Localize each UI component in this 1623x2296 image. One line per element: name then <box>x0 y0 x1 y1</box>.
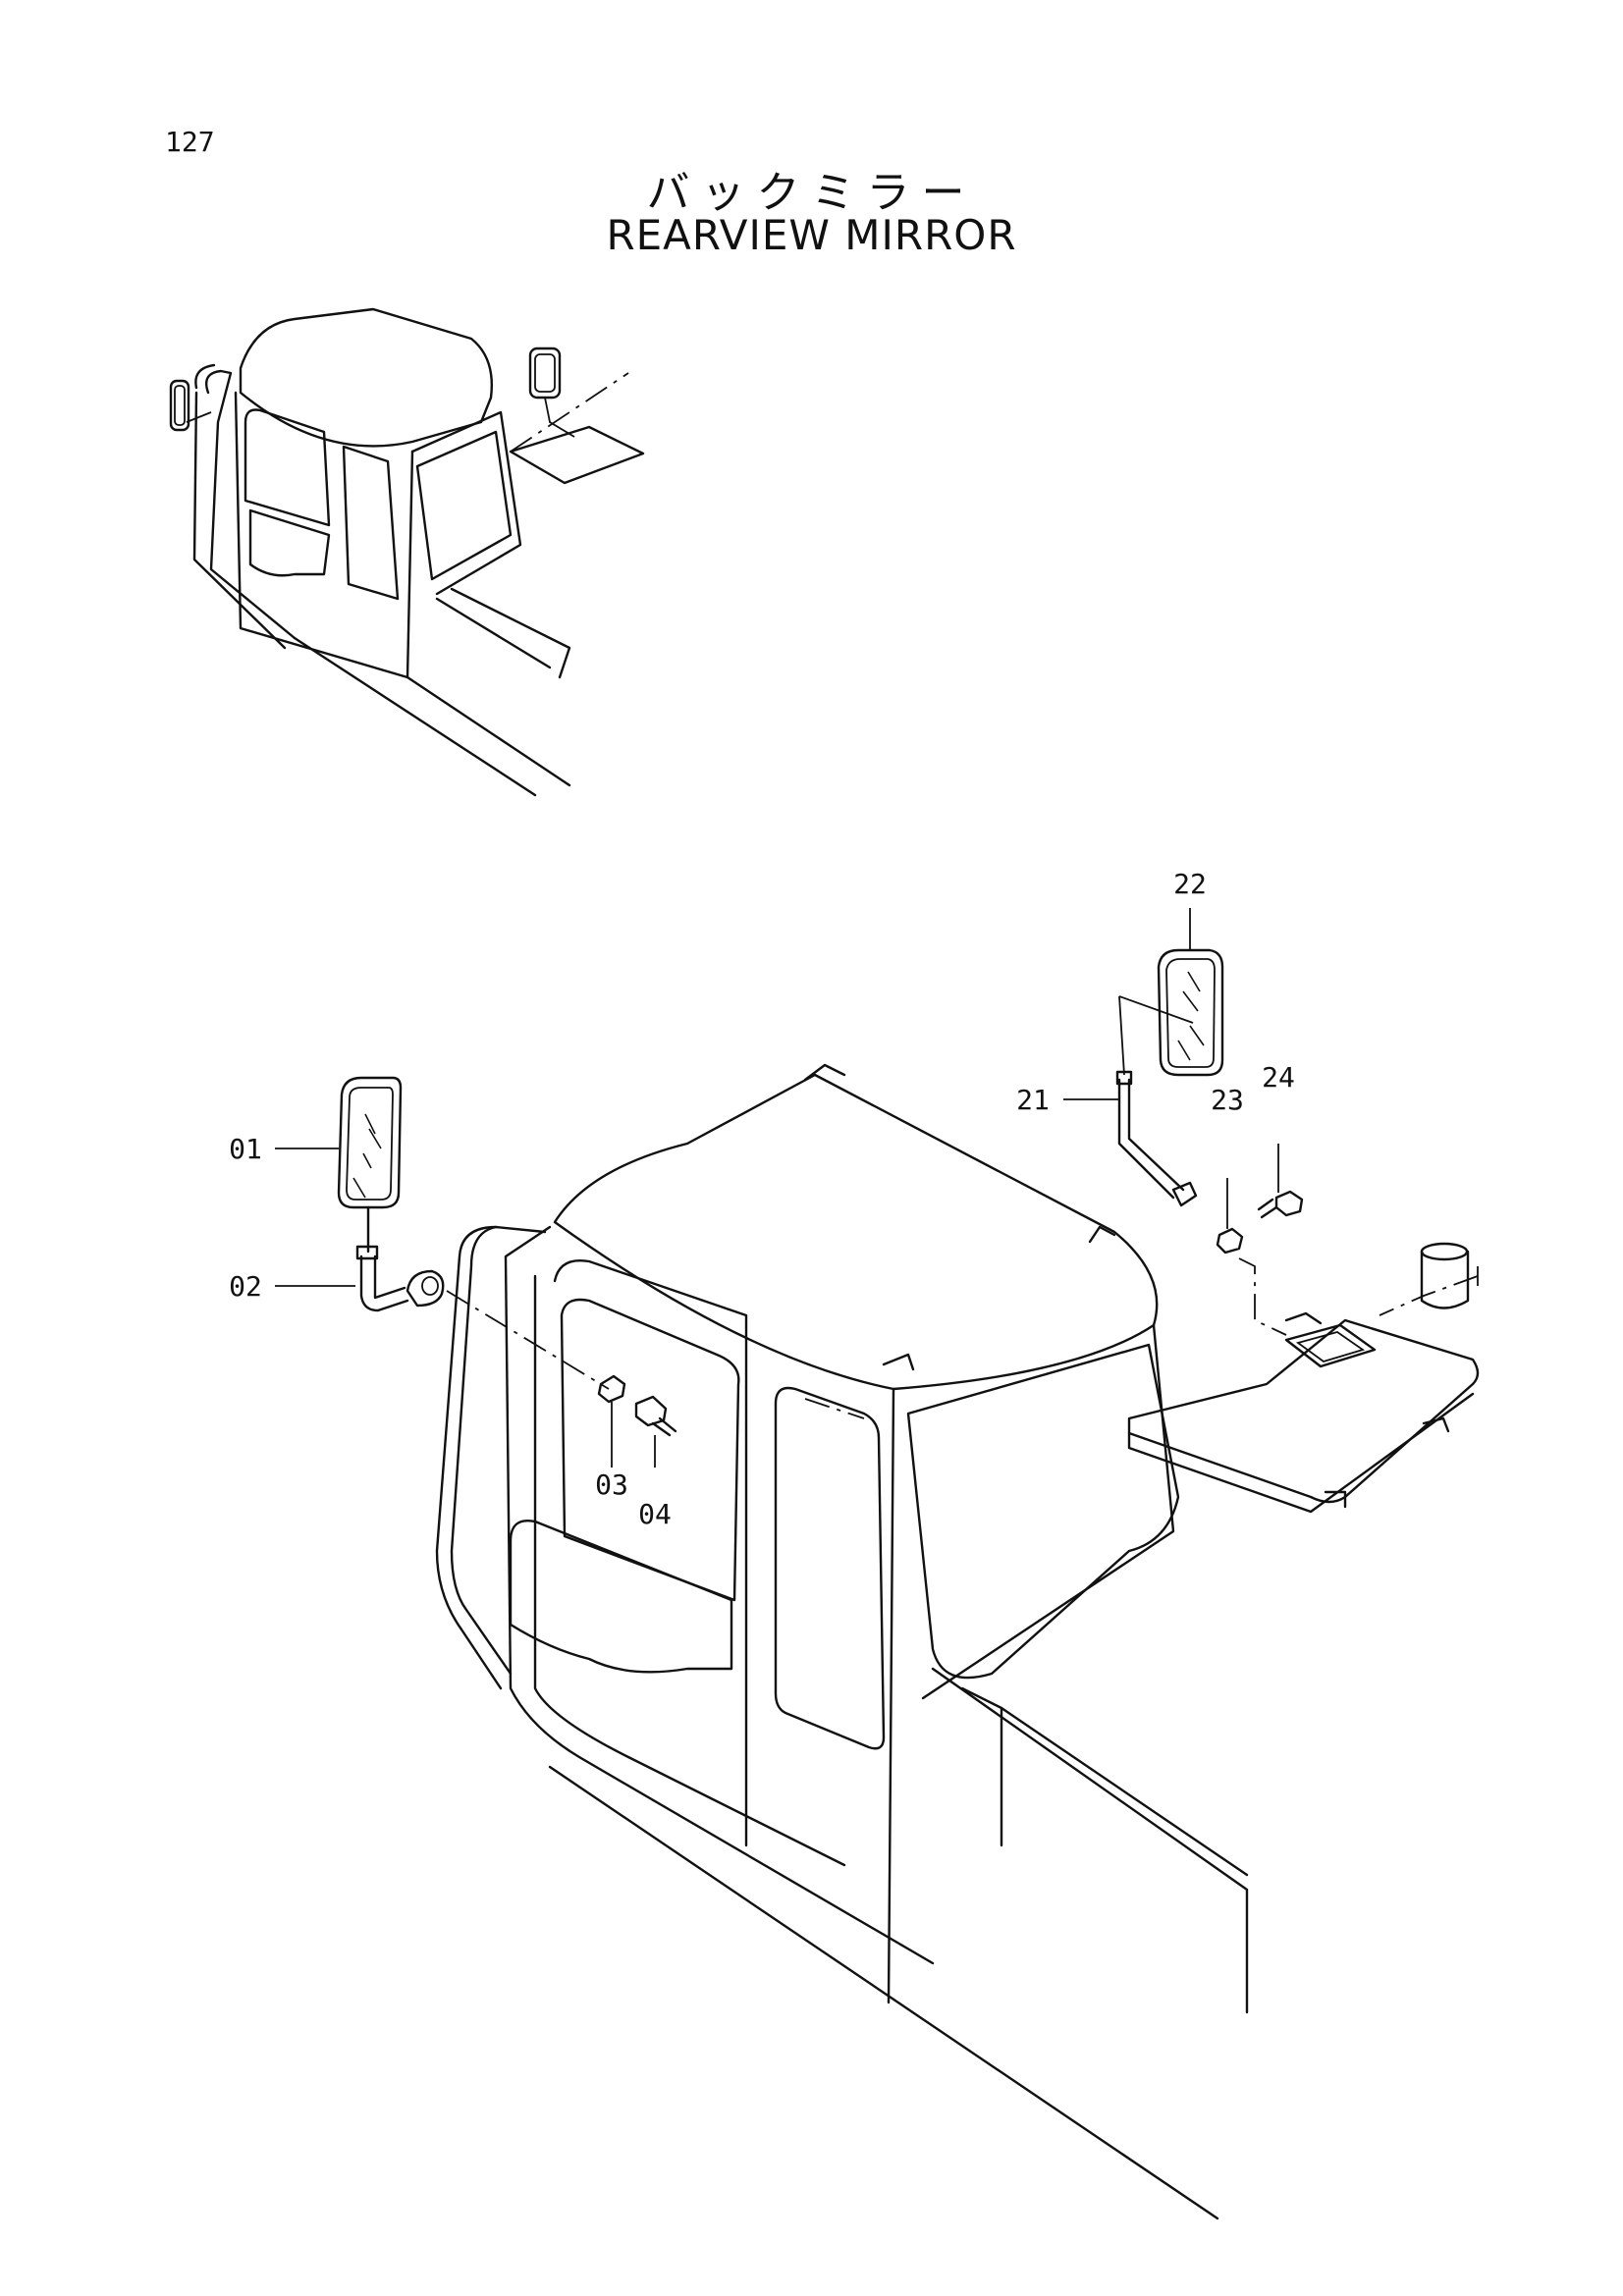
title-japanese: バックミラー <box>646 168 977 218</box>
mirror-arm-21 <box>1063 1070 1198 1207</box>
callout-24: 24 <box>1262 1061 1295 1094</box>
title-english: REARVIEW MIRROR <box>606 211 1017 259</box>
callout-23: 23 <box>1211 1084 1244 1116</box>
mirror-01 <box>337 1076 403 1209</box>
callout-01: 01 <box>229 1133 262 1165</box>
bolt-24 <box>1257 1144 1304 1219</box>
bolt-04 <box>634 1395 677 1468</box>
callout-03: 03 <box>595 1468 628 1501</box>
nut-23 <box>1216 1178 1287 1336</box>
callout-21: 21 <box>1016 1084 1050 1116</box>
nut-03 <box>597 1374 626 1468</box>
page-number: 127 <box>165 126 215 158</box>
callout-22: 22 <box>1173 868 1207 900</box>
callout-02: 02 <box>229 1270 262 1303</box>
mirror-arm-02 <box>355 1205 610 1390</box>
callout-04: 04 <box>638 1498 672 1530</box>
mirror-22 <box>1118 908 1224 1077</box>
overview-cab <box>169 307 645 797</box>
main-cab <box>435 1063 1480 2220</box>
